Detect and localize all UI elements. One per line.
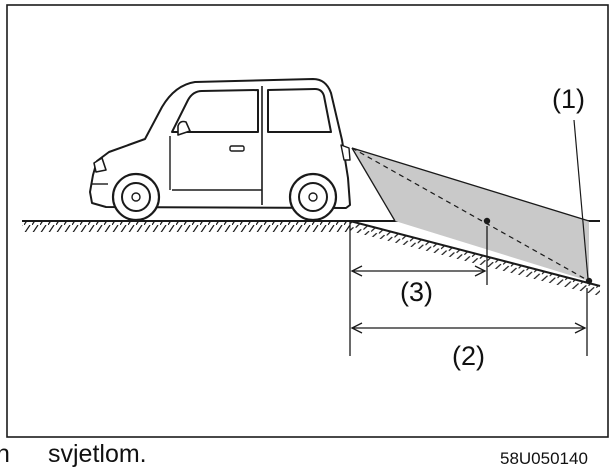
beam-center-dashed-line [351, 147, 590, 282]
callout-1-label: (1) [552, 84, 585, 114]
car-door-handle [229, 145, 245, 152]
callout-1-leader [573, 119, 589, 280]
car-rear-window [267, 88, 332, 133]
front-wheel [111, 172, 161, 222]
caption-left-fragment: n [0, 440, 10, 468]
callout-2-label: (2) [452, 341, 485, 371]
callout-3-label: (3) [400, 277, 433, 307]
dimension-lines [349, 221, 588, 356]
car-front-window [171, 89, 259, 133]
rear-wheel [288, 172, 338, 222]
caption-text: svjetlom. [48, 440, 147, 468]
figure-code: 58U050140 [500, 449, 588, 468]
sloped-road [349, 220, 601, 296]
beam-flat-point [483, 217, 491, 225]
car-headlight [93, 157, 107, 173]
beam-slope-point [585, 277, 593, 285]
car [89, 78, 351, 209]
car-side-mirror [177, 120, 191, 136]
figure-frame [6, 4, 609, 438]
headlight-beam [351, 147, 590, 282]
